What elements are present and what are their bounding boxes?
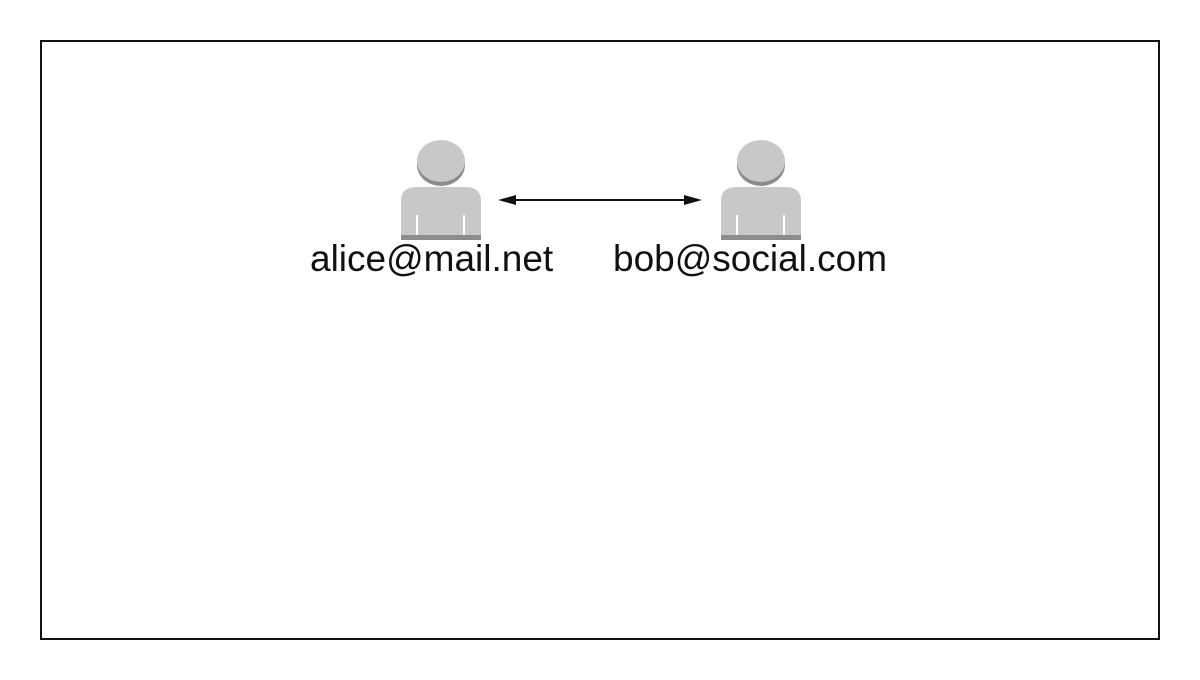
node-label-alice: alice@mail.net xyxy=(310,238,554,279)
arrowhead-right-icon xyxy=(684,195,702,205)
bidirectional-arrow xyxy=(498,195,702,205)
node-label-bob: bob@social.com xyxy=(613,238,888,279)
arrowhead-left-icon xyxy=(498,195,516,205)
user-icon xyxy=(401,140,481,240)
user-icon xyxy=(721,140,801,240)
diagram-frame xyxy=(40,40,1160,640)
